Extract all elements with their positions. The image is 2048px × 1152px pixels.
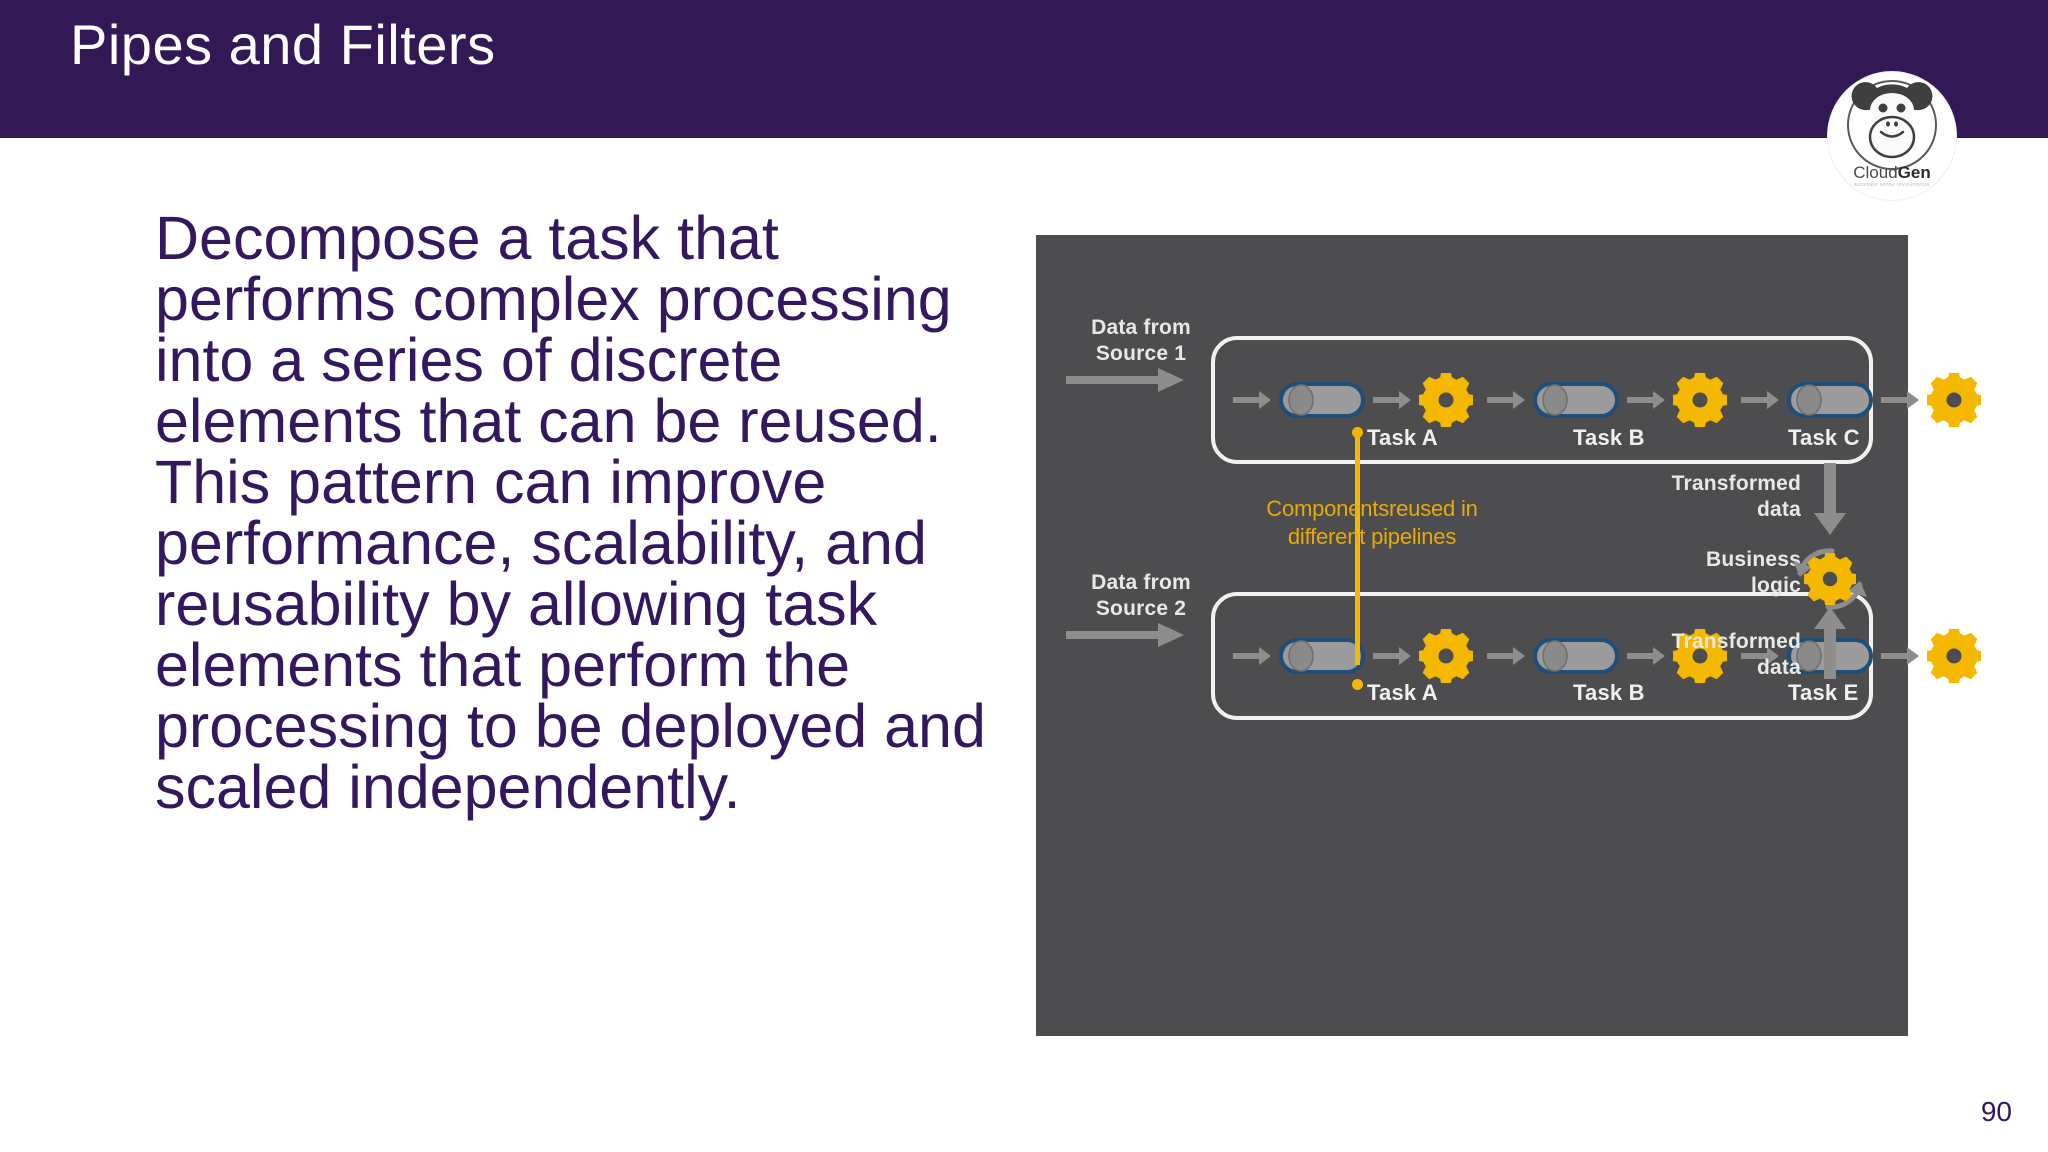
pipeline-2-container (1211, 592, 1981, 720)
filter-gear-icon (1419, 373, 1473, 427)
pipe-icon (1787, 382, 1873, 418)
pipeline-1-task-b-label: Task B (1573, 425, 1645, 450)
pipeline-2-stages (1215, 596, 1981, 716)
title-banner: Pipes and Filters (0, 0, 2048, 138)
source-2-feeder-arrow (1066, 623, 1184, 647)
flow-arrow-icon (1233, 391, 1271, 409)
transformed-data-top-label: Transformed data (1621, 471, 1801, 524)
business-logic-line1: Business (1706, 548, 1801, 571)
transformed-data-down-arrow (1814, 463, 1846, 535)
reuse-connector-line (1355, 432, 1360, 665)
source-2-label-line1: Data from (1091, 571, 1191, 594)
logo-word-cloud: Cloud (1853, 163, 1898, 182)
transformed-data-bottom-line1: Transformed (1671, 630, 1801, 653)
reuse-annotation-line1: Componentsreused in (1266, 496, 1478, 521)
pipeline-1-task-a-label: Task A (1367, 425, 1438, 450)
cloudgen-logo: CloudGen automate sense revolutionize (1828, 72, 1956, 200)
reuse-annotation: Componentsreused in different pipelines (1222, 495, 1522, 550)
filter-gear-icon (1673, 629, 1727, 683)
pipe-icon (1533, 638, 1619, 674)
flow-arrow-icon (1487, 647, 1525, 665)
pipeline-2-task-e-label: Task E (1788, 680, 1859, 705)
pipeline-1-stages (1215, 340, 1981, 460)
flow-arrow-icon (1373, 391, 1411, 409)
flow-arrow-icon (1627, 391, 1665, 409)
business-logic-gear-icon (1804, 553, 1856, 605)
source-1-label-line1: Data from (1091, 316, 1191, 339)
transformed-data-bottom-label: Transformed data (1621, 629, 1801, 682)
slide-body-text: Decompose a task that performs complex p… (155, 204, 986, 821)
source-2-label: Data from Source 2 (1066, 570, 1216, 623)
flow-arrow-icon (1881, 647, 1919, 665)
business-logic-line2: logic (1750, 574, 1801, 598)
logo-wordmark: CloudGen (1828, 164, 1956, 181)
transformed-data-up-arrow (1814, 607, 1846, 679)
reuse-dot-top (1352, 427, 1363, 438)
source-1-feeder-arrow (1066, 368, 1184, 392)
transformed-data-top-line2: data (1757, 498, 1801, 522)
pipeline-2-task-b-label: Task B (1573, 680, 1645, 705)
flow-arrow-icon (1741, 647, 1779, 665)
logo-ring (1847, 80, 1937, 170)
reuse-dot-bottom (1352, 679, 1363, 690)
pipe-icon (1533, 382, 1619, 418)
reuse-annotation-line2: different pipelines (1287, 523, 1457, 549)
flow-arrow-icon (1741, 391, 1779, 409)
flow-arrow-icon (1881, 391, 1919, 409)
transformed-data-top-line1: Transformed (1671, 472, 1801, 495)
pipeline-1-task-c-label: Task C (1788, 425, 1860, 450)
business-logic-cycle-arrows (1793, 548, 1867, 610)
source-2-label-line2: Source 2 (1095, 597, 1187, 621)
flow-arrow-icon (1487, 391, 1525, 409)
logo-tagline: automate sense revolutionize (1853, 182, 1931, 188)
logo-word-gen: Gen (1897, 163, 1931, 182)
monkey-face-icon (1851, 82, 1933, 159)
page-number: 90 (1980, 1096, 2012, 1127)
pipe-icon (1279, 382, 1365, 418)
transformed-data-bottom-line2: data (1757, 656, 1801, 680)
business-logic-label: Business logic (1621, 547, 1801, 600)
flow-arrow-icon (1373, 647, 1411, 665)
page-title: Pipes and Filters (70, 13, 496, 76)
filter-gear-icon (1927, 629, 1981, 683)
flow-arrow-icon (1233, 647, 1271, 665)
filter-gear-icon (1673, 373, 1727, 427)
pipe-icon (1279, 638, 1365, 674)
pipeline-1-container (1211, 336, 1981, 464)
flow-arrow-icon (1627, 647, 1665, 665)
pipeline-2-task-a-label: Task A (1367, 680, 1438, 705)
source-1-label: Data from Source 1 (1066, 315, 1216, 368)
pipes-and-filters-diagram: Data from Source 1 (1036, 235, 1981, 1036)
filter-gear-icon (1419, 629, 1473, 683)
filter-gear-icon (1927, 373, 1981, 427)
source-1-label-line2: Source 1 (1095, 342, 1187, 366)
